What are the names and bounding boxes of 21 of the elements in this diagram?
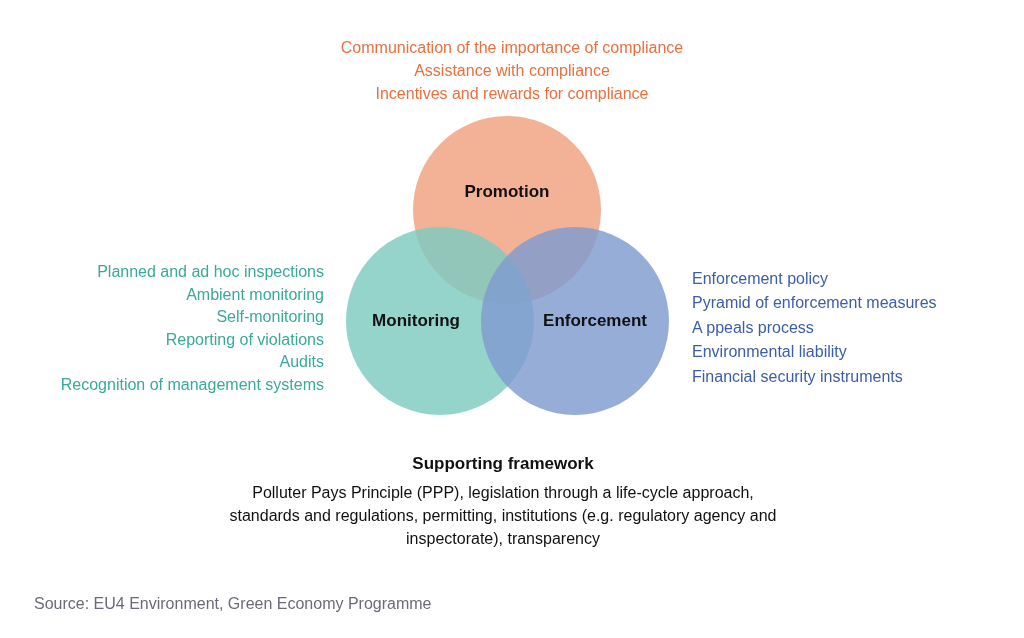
framework-text: Polluter Pays Principle (PPP), legislation through a life-cycle approach, standards and regulations, permitting, institutions (e.g. regulatory agency and inspectorate), transparency <box>228 483 778 549</box>
list-item: Ambient monitoring <box>186 284 324 305</box>
list-item: A ppeals process <box>692 317 814 338</box>
list-item: Recognition of management systems <box>60 375 324 395</box>
list-item: Audits <box>279 352 324 373</box>
list-item: Assistance with compliance <box>414 61 610 81</box>
list-item: Planned and ad hoc inspections <box>97 262 324 282</box>
list-item: Pyramid of enforcement measures <box>692 293 937 314</box>
circle-label: Monitoring <box>372 311 460 331</box>
list-item: Communication of the importance of compliance <box>340 38 684 58</box>
list-item: Incentives and rewards for compliance <box>375 84 649 104</box>
source-caption: Source: EU4 Environment, Green Economy Programme <box>34 595 432 613</box>
list-item: Enforcement policy <box>692 269 829 289</box>
list-item: Financial security instruments <box>692 366 903 387</box>
circle-label: Promotion <box>464 182 550 202</box>
venn-circle <box>481 227 669 415</box>
list-item: Reporting of violations <box>165 329 324 350</box>
list-item: Self-monitoring <box>216 307 324 328</box>
circle-label: Enforcement <box>543 311 647 331</box>
list-item: Environmental liability <box>692 342 847 363</box>
framework-heading: Supporting framework <box>411 453 595 475</box>
